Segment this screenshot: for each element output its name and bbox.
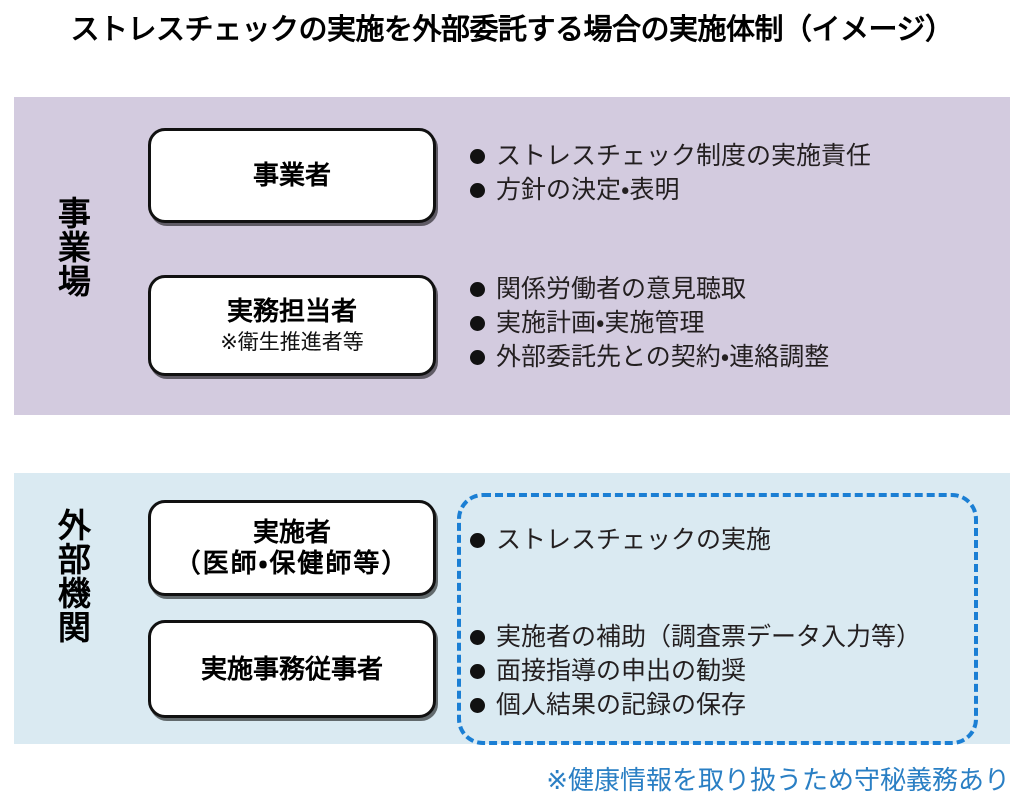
- list-item: 方針の決定・表明: [470, 173, 871, 207]
- duty-text: 外部委託先との契約・連絡調整: [496, 343, 830, 371]
- confidentiality-note: ※健康情報を取り扱うため守秘義務あり: [546, 765, 1010, 795]
- bullet-dot-icon: [470, 533, 485, 548]
- list-item: 外部委託先との契約・連絡調整: [470, 340, 829, 374]
- bullet-dot-icon: [470, 350, 485, 365]
- role-title-implementer: 実施者: [252, 517, 331, 548]
- duty-list-employer: ストレスチェック制度の実施責任 方針の決定・表明: [470, 139, 871, 207]
- role-title-practical-staff: 実務担当者: [226, 296, 357, 327]
- role-subtitle-implementer: （医師・保健師等）: [174, 548, 410, 578]
- duty-text: 方針の決定・表明: [496, 176, 680, 204]
- bullet-dot-icon: [470, 316, 485, 331]
- role-box-practical-staff: 実務担当者 ※衛生推進者等: [148, 275, 436, 376]
- bullet-dot-icon: [470, 183, 485, 198]
- duty-text: 実施計画・実施管理: [496, 309, 705, 337]
- list-item: 実施計画・実施管理: [470, 306, 829, 340]
- duty-text: 面接指導の申出の勧奨: [496, 657, 747, 685]
- role-title-employer: 事業者: [252, 160, 331, 191]
- duty-text: 実施者の補助（調査票データ入力等）: [496, 623, 922, 651]
- bullet-dot-icon: [470, 149, 485, 164]
- list-item: 個人結果の記録の保存: [470, 688, 921, 722]
- bullet-dot-icon: [470, 664, 485, 679]
- role-subtitle-practical-staff: ※衛生推進者等: [220, 330, 364, 354]
- bullet-dot-icon: [470, 698, 485, 713]
- role-box-clerical-worker: 実施事務従事者: [148, 620, 436, 718]
- duty-text: ストレスチェックの実施: [496, 526, 772, 554]
- list-item: 実施者の補助（調査票データ入力等）: [470, 620, 921, 654]
- role-title-clerical-worker: 実施事務従事者: [200, 653, 383, 684]
- duty-list-clerical-worker: 実施者の補助（調査票データ入力等） 面接指導の申出の勧奨 個人結果の記録の保存: [470, 620, 921, 722]
- list-item: ストレスチェック制度の実施責任: [470, 139, 871, 173]
- list-item: 面接指導の申出の勧奨: [470, 654, 921, 688]
- worksite-section-label: 事業場: [53, 196, 91, 298]
- duty-list-implementer: ストレスチェックの実施: [470, 523, 771, 557]
- list-item: 関係労働者の意見聴取: [470, 272, 829, 306]
- list-item: ストレスチェックの実施: [470, 523, 771, 557]
- page-title: ストレスチェックの実施を外部委託する場合の実施体制（イメージ）: [70, 14, 954, 46]
- external-section-label: 外部機関: [53, 508, 91, 644]
- role-box-employer: 事業者: [148, 128, 436, 223]
- duty-list-practical-staff: 関係労働者の意見聴取 実施計画・実施管理 外部委託先との契約・連絡調整: [470, 272, 829, 374]
- bullet-dot-icon: [470, 282, 485, 297]
- duty-text: ストレスチェック制度の実施責任: [496, 142, 872, 170]
- role-box-implementer: 実施者 （医師・保健師等）: [148, 500, 436, 596]
- duty-text: 個人結果の記録の保存: [496, 691, 747, 719]
- duty-text: 関係労働者の意見聴取: [496, 275, 747, 303]
- bullet-dot-icon: [470, 630, 485, 645]
